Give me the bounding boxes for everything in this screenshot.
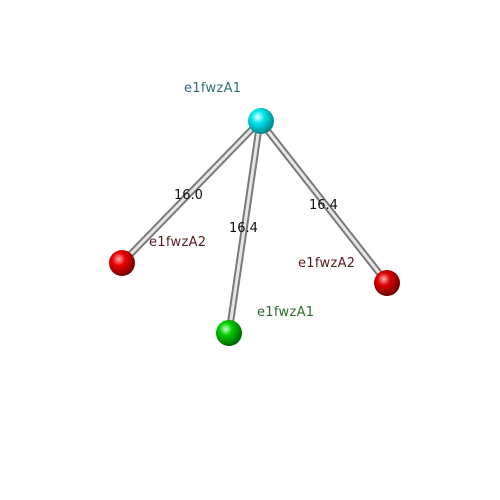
node-label-n2: e1fwzA2 [149, 235, 206, 250]
node-label-n3: e1fwzA1 [257, 305, 314, 320]
node-n4[interactable]: e1fwzA2 [298, 256, 400, 296]
edge-label-n1-n4: 16.4 [309, 198, 338, 213]
node-label-n4: e1fwzA2 [298, 256, 355, 271]
edge-n1-n4: 16.4 [256, 117, 391, 287]
node-n1[interactable]: e1fwzA1 [184, 81, 274, 134]
edge-label-n1-n3: 16.4 [229, 221, 258, 236]
node-label-n1: e1fwzA1 [184, 81, 241, 96]
node-n3[interactable]: e1fwzA1 [216, 305, 314, 346]
edge-label-n1-n2: 16.0 [174, 188, 203, 203]
edge-n1-n3: 16.4 [225, 117, 264, 337]
node-n2[interactable]: e1fwzA2 [109, 235, 206, 276]
edge-n1-n2: 16.0 [118, 117, 264, 267]
